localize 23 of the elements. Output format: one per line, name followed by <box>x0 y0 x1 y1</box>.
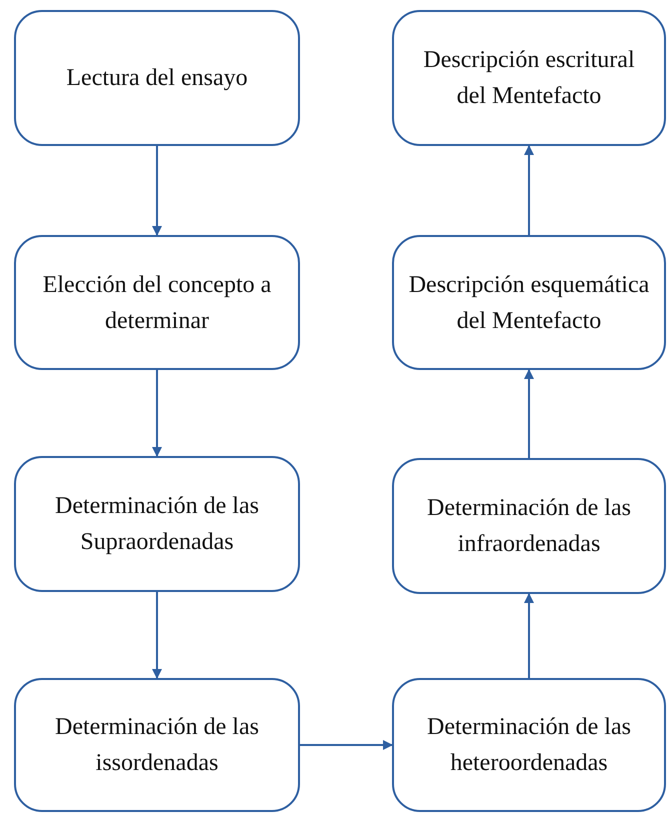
box-text: Elección del concepto a determinar <box>42 270 272 336</box>
process-box <box>392 235 666 370</box>
process-box <box>14 456 300 592</box>
box-text: Determinación de las infraordenadas <box>426 494 632 559</box>
arrow <box>524 145 534 235</box>
box-text: Descripción escritural del Mentefacto <box>422 46 636 111</box>
process-box <box>392 678 666 812</box>
box-text: Determinación de las issordenadas <box>54 713 260 778</box>
process-box <box>14 678 300 812</box>
arrow <box>152 146 162 236</box>
arrow <box>300 740 393 750</box>
box-text: Lectura del ensayo <box>66 64 248 93</box>
arrow <box>152 370 162 457</box>
arrow <box>152 592 162 679</box>
process-box <box>14 10 300 146</box>
process-box <box>392 458 666 594</box>
process-box <box>392 10 666 146</box>
arrow <box>524 369 534 458</box>
arrow <box>524 593 534 678</box>
box-text: Descripción esquemática del Mentefacto <box>408 270 650 336</box>
box-text: Determinación de las heteroordenadas <box>426 713 632 778</box>
process-box <box>14 235 300 370</box>
box-text: Determinación de las Supraordenadas <box>54 492 260 557</box>
